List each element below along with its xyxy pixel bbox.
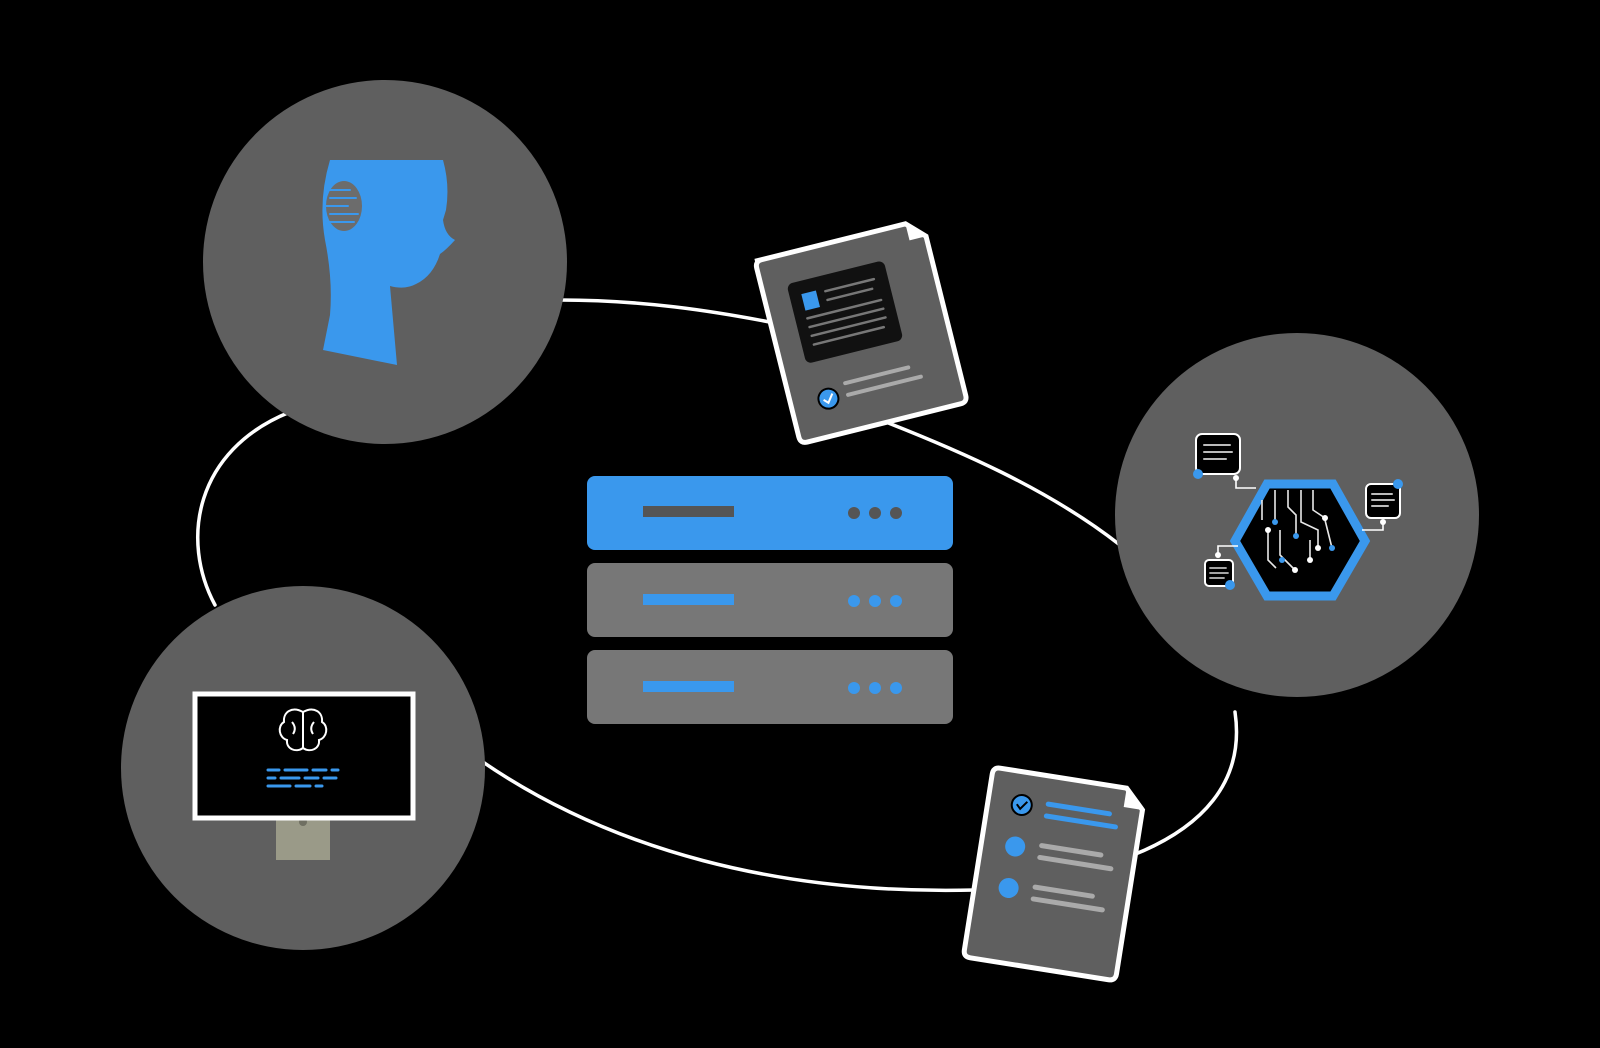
brain-icon	[278, 708, 328, 752]
monitor-brain-icon	[192, 691, 416, 860]
server-unit-2	[587, 563, 953, 637]
checklist-icon	[961, 765, 1146, 983]
note-card-icon	[1362, 479, 1403, 531]
connector-ring	[196, 298, 1239, 893]
server-unit-3	[587, 650, 953, 724]
server-stack-icon	[587, 476, 953, 724]
note-card-icon	[1204, 545, 1238, 590]
circuit-chip-icon	[1229, 479, 1371, 601]
note-card-icon	[1193, 433, 1256, 489]
report-document	[753, 221, 969, 445]
node-human-head	[203, 80, 567, 444]
node-computer	[121, 586, 485, 950]
checklist-document	[961, 765, 1146, 983]
server-unit-1	[587, 476, 953, 550]
document-check-icon	[753, 221, 969, 445]
human-head-icon	[322, 160, 455, 365]
node-ai-chip	[1115, 333, 1479, 697]
